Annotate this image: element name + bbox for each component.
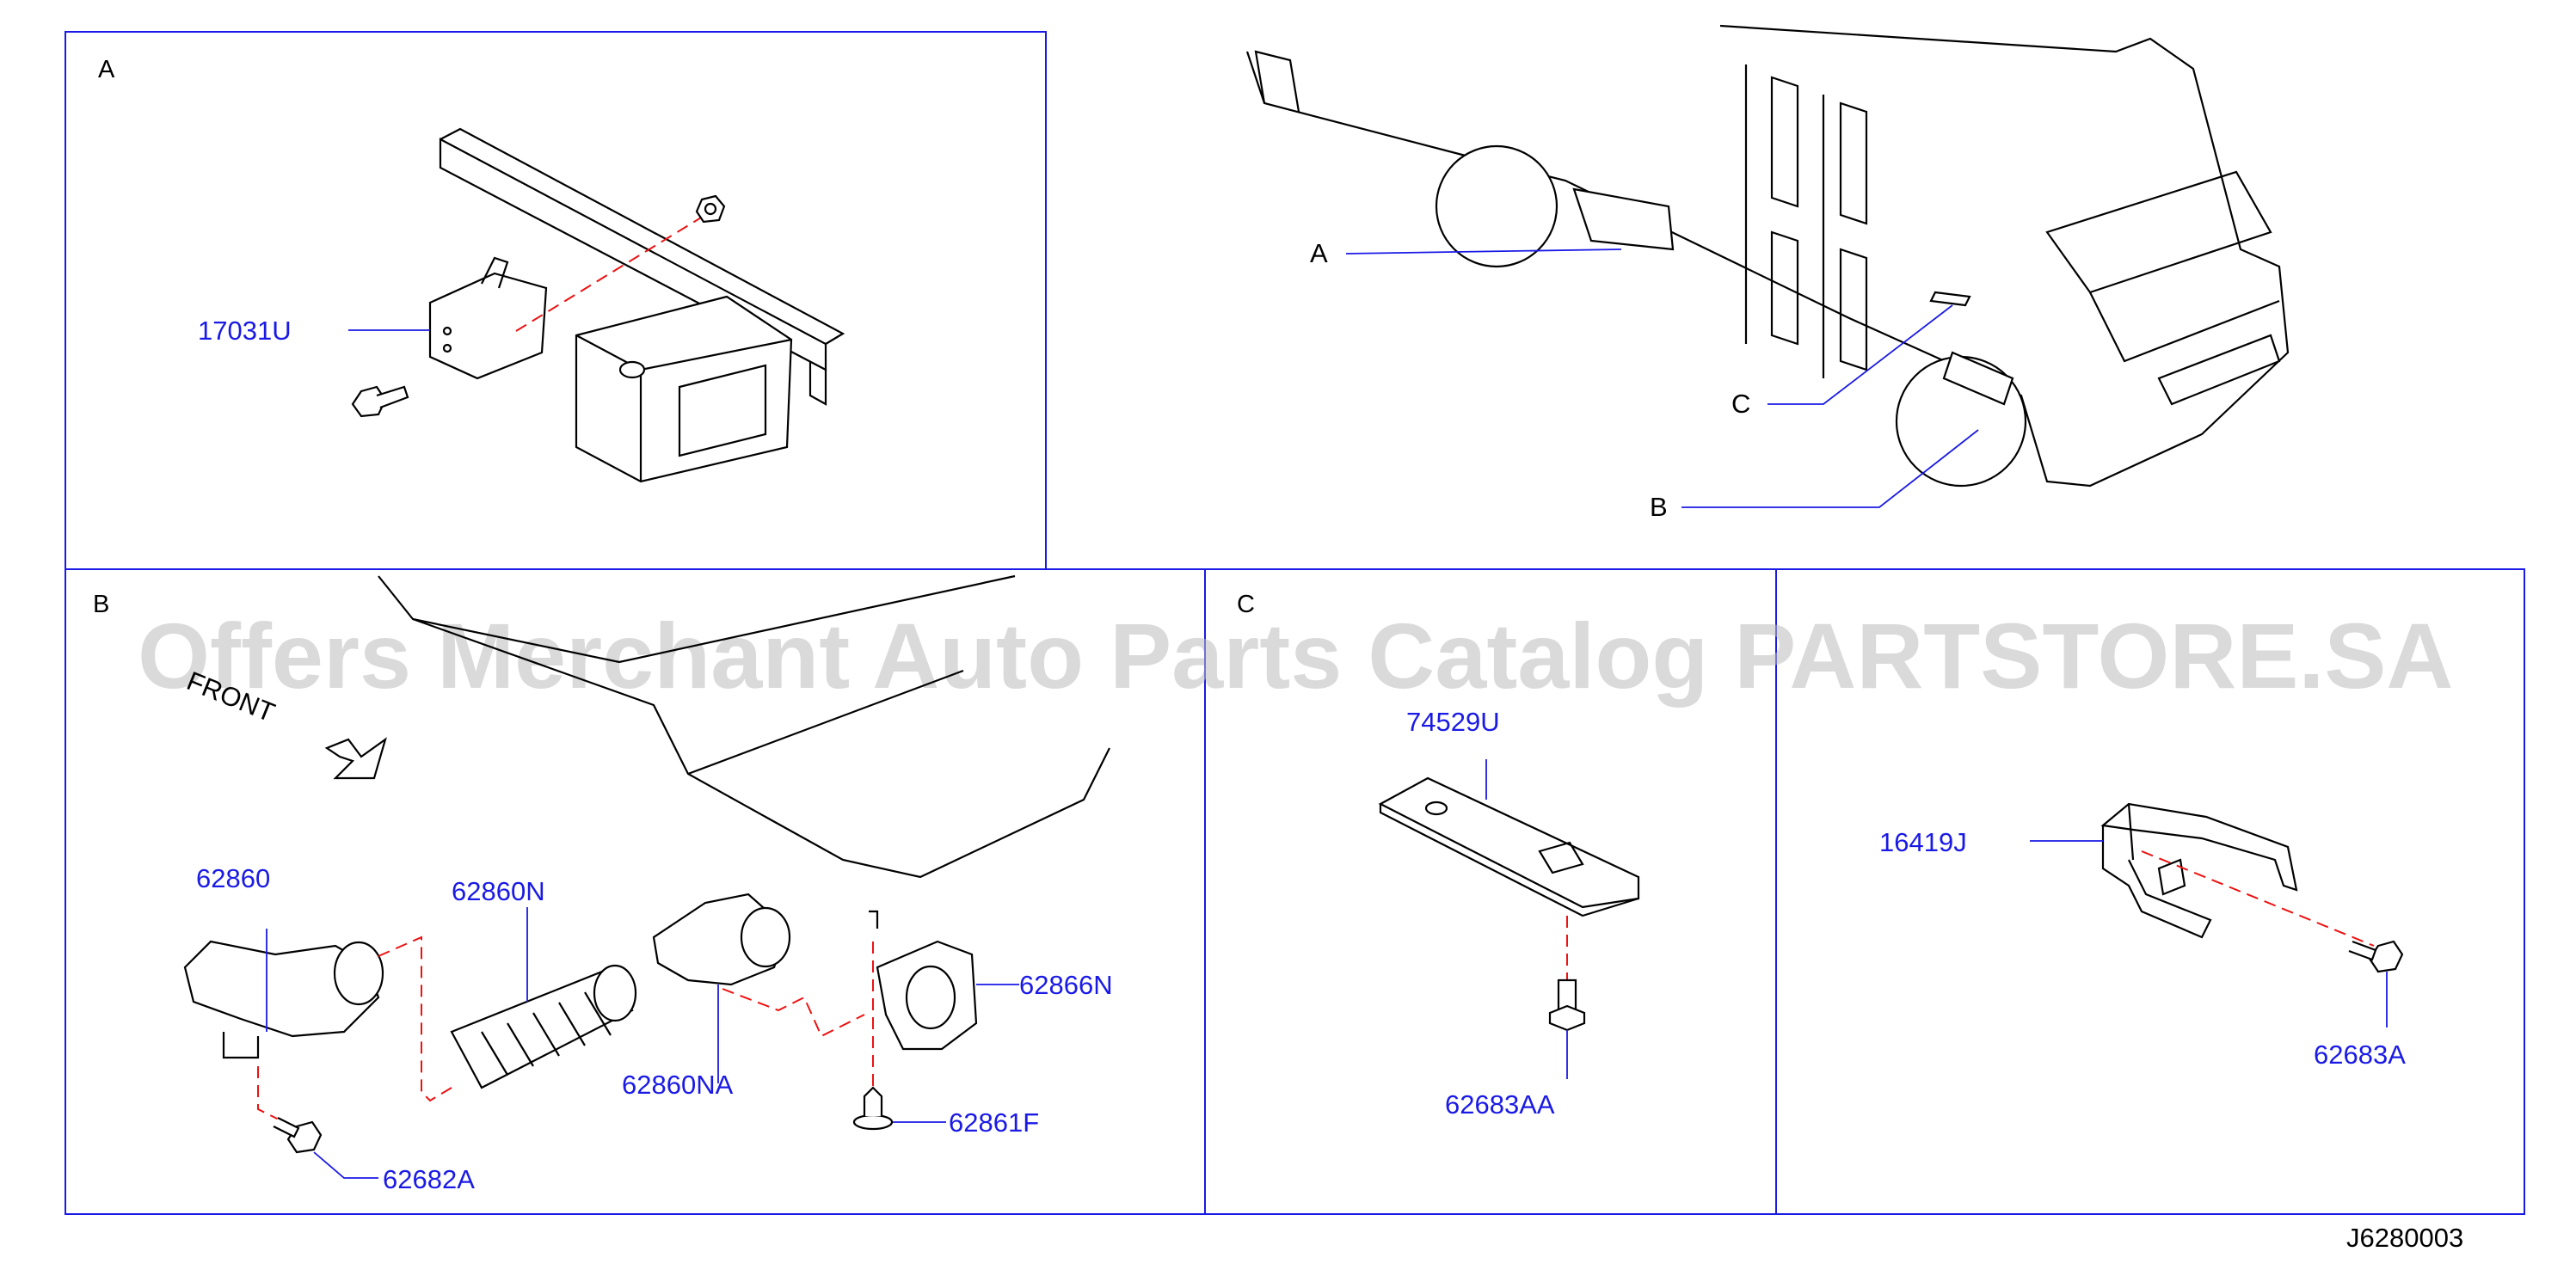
- floor-panel: [687, 669, 964, 776]
- door-windows-left: [1770, 76, 1799, 346]
- clamp-tab: [2157, 858, 2186, 896]
- leader-c: [1768, 304, 1953, 405]
- watermark: Offers Merchant Auto Parts Catalog PARTS…: [138, 604, 2453, 708]
- seal-tab: [869, 910, 879, 929]
- bolt-62683A: [2348, 940, 2404, 973]
- bolt: [351, 385, 409, 418]
- overview-label-a: A: [1310, 238, 1328, 268]
- tank-side-panel: [678, 364, 767, 457]
- seal-62866N: [876, 940, 978, 1051]
- bracket-hole-2: [442, 343, 452, 353]
- front-arrow-icon: [324, 737, 387, 780]
- clip-62861F: [852, 1086, 894, 1131]
- door-windows-right: [1839, 101, 1868, 371]
- seal-opening: [905, 965, 956, 1030]
- bolt-62683AA: [1548, 978, 1586, 1032]
- section-label-a: A: [98, 56, 115, 83]
- leader-62682A: [313, 1151, 378, 1179]
- floor-outline: [378, 575, 1110, 879]
- part-label-62682A: 62682A: [383, 1164, 475, 1194]
- overview-label-b: B: [1650, 492, 1668, 522]
- duct-62860: [183, 940, 380, 1038]
- part-label-17031U: 17031U: [198, 316, 292, 346]
- bumper: [2089, 291, 2280, 363]
- part-label-62860: 62860: [196, 863, 270, 893]
- frame-rail-top: [440, 127, 845, 345]
- truck-rear: [1254, 50, 1300, 113]
- bumper-lower: [2157, 334, 2281, 406]
- bracket-location: [1929, 291, 1971, 307]
- part-label-62861F: 62861F: [949, 1107, 1039, 1138]
- part-label-62683AA: 62683AA: [1445, 1089, 1555, 1120]
- part-label-74529U: 74529U: [1406, 707, 1500, 737]
- dash-16419J: [2141, 850, 2375, 947]
- elbow-62860NA-end: [740, 906, 791, 968]
- part-label-62866N: 62866N: [1019, 970, 1113, 1000]
- dash-62860-to-62860N: [378, 936, 452, 1102]
- part-label-62683A: 62683A: [2314, 1040, 2406, 1070]
- leader-b: [1681, 429, 1979, 508]
- diagram-code: J6280003: [2346, 1223, 2463, 1253]
- bolt-62682A: [273, 1117, 323, 1154]
- bracket-hole-1: [442, 326, 452, 336]
- part-label-62860NA: 62860NA: [622, 1070, 734, 1100]
- rear-wheel: [1435, 144, 1559, 268]
- duct-62860-end: [333, 941, 384, 1006]
- section-label-c: C: [1237, 591, 1255, 618]
- panel-clip-frame: [1775, 568, 2525, 1215]
- tank-cap: [618, 360, 646, 379]
- tank-edge-top: [640, 338, 792, 371]
- hose-ribs: [481, 991, 612, 1076]
- bracket-74529U-edge: [1379, 804, 1639, 917]
- duct-location: [1942, 351, 2014, 406]
- part-label-16419J: 16419J: [1879, 827, 1967, 857]
- bracket-tab: [481, 256, 509, 289]
- nut: [695, 194, 726, 224]
- dash-62860NA-to-seal: [722, 988, 865, 1038]
- panel-frames: [65, 31, 2525, 1215]
- dash-duct-to-bolt: [257, 1066, 293, 1127]
- clamp-edge: [2127, 803, 2135, 861]
- panel-a-frame: [65, 31, 1047, 570]
- cab-grille: [2045, 170, 2272, 294]
- frame-rail-end: [808, 361, 827, 406]
- bracket-17031U: [428, 272, 548, 380]
- tank-location: [1572, 187, 1675, 251]
- bracket-hole: [1424, 801, 1448, 816]
- truck-overview: A C B: [1245, 24, 2290, 522]
- tank-body: [575, 295, 793, 483]
- leader-a: [1345, 248, 1622, 255]
- section-label-b: B: [93, 591, 109, 618]
- clamp-lower: [2101, 825, 2212, 939]
- floor-edge: [412, 574, 1016, 664]
- duct-62860-bracket: [222, 1032, 260, 1059]
- panel-b-drawing: FRONT 62860 62860N 62860NA: [182, 574, 1113, 1194]
- clamp-upper: [2100, 802, 2298, 892]
- hose-62860N-end: [593, 964, 637, 1022]
- part-label-62860N: 62860N: [452, 876, 545, 906]
- bracket-74529U: [1378, 776, 1640, 909]
- overview-label-c: C: [1731, 389, 1750, 419]
- panel-clip-drawing: 16419J 62683A: [1879, 802, 2406, 1070]
- panel-a-drawing: 17031U: [198, 127, 845, 483]
- panel-c-drawing: 74529U 62683AA: [1378, 707, 1640, 1120]
- bracket-nut: [1538, 841, 1584, 874]
- truck-outline: [1245, 24, 2290, 488]
